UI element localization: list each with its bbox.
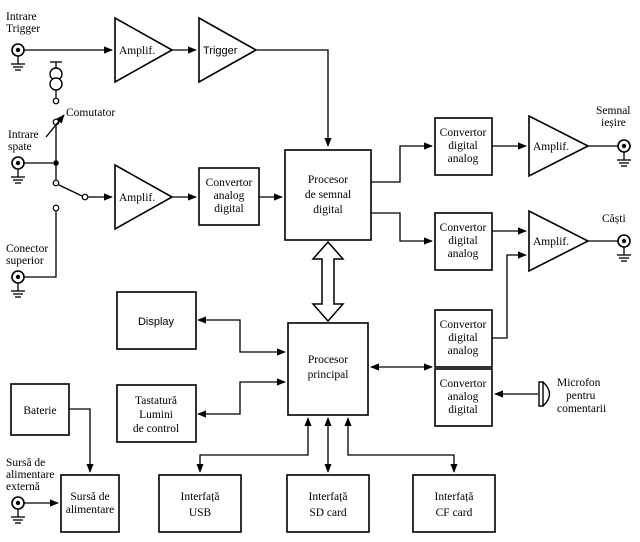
svg-text:Sursă de: Sursă de [70, 491, 109, 503]
cpu-block: Procesor principal [287, 322, 369, 416]
svg-text:principal: principal [308, 369, 349, 381]
sursa-block: Sursă de alimentare [60, 474, 120, 533]
comutator-switch-icon [45, 61, 89, 212]
casti-connector-icon [617, 234, 631, 262]
svg-text:analog: analog [448, 391, 479, 403]
svg-text:analog: analog [448, 153, 479, 165]
svg-text:de control: de control [133, 423, 179, 435]
semnal-iesire-label-1: Semnal [596, 105, 631, 117]
svg-text:Convertor: Convertor [440, 378, 487, 390]
svg-text:de semnal: de semnal [305, 189, 351, 201]
svg-text:Amplif.: Amplif. [533, 141, 569, 153]
svg-text:Trigger: Trigger [203, 45, 238, 57]
svg-text:digital: digital [448, 235, 477, 247]
microfon-label-3: comentarii [557, 403, 606, 415]
svg-text:USB: USB [189, 507, 212, 519]
casti-label: Căști [602, 213, 626, 225]
trigger-block: Trigger [198, 16, 258, 84]
dac-out2-block: Convertor digital analog [434, 212, 493, 271]
amplif-top-block: Amplif. [114, 16, 174, 84]
svg-text:digital: digital [214, 203, 243, 215]
svg-text:Procesor: Procesor [308, 174, 348, 186]
svg-text:Convertor: Convertor [440, 222, 487, 234]
sursa-externa-connector-icon [11, 496, 25, 524]
semnal-iesire-label-2: ieșire [601, 117, 626, 129]
dac-mic-block: Convertor digital analog [434, 309, 493, 368]
svg-text:analog: analog [448, 345, 479, 357]
svg-text:Convertor: Convertor [440, 319, 487, 331]
conector-superior-label-2: superior [6, 255, 44, 267]
sursa-externa-label-3: externă [6, 481, 40, 493]
svg-text:Tastatură: Tastatură [135, 395, 177, 407]
svg-text:Interfață: Interfață [435, 491, 474, 503]
amplif-out2-block: Amplif. [528, 209, 590, 273]
svg-text:digital: digital [448, 404, 477, 416]
intrare-trigger-connector-icon [11, 43, 25, 71]
svg-text:analog: analog [214, 190, 245, 202]
svg-text:CF card: CF card [436, 507, 473, 519]
baterie-block: Baterie [10, 383, 70, 436]
svg-text:Interfață: Interfață [309, 491, 348, 503]
svg-text:Interfață: Interfață [181, 491, 220, 503]
microfon-label-2: pentru [566, 390, 596, 402]
svg-text:Display: Display [138, 316, 175, 328]
intrare-trigger-label-1: Intrare [6, 11, 37, 23]
svg-text:Amplif.: Amplif. [533, 236, 569, 248]
display-block: Display [116, 291, 197, 350]
dsp-cpu-bus-arrow [311, 240, 345, 323]
adc-in-block: Convertor analog digital [198, 167, 260, 226]
intrare-trigger-label-2: Trigger [6, 23, 40, 35]
microfon-label-1: Microfon [557, 377, 601, 389]
svg-text:analog: analog [448, 248, 479, 260]
comutator-label: Comutator [66, 107, 115, 119]
conector-superior-label-1: Conector [6, 243, 48, 255]
dsp-block: Procesor de semnal digital [284, 149, 372, 241]
adc-mic-block: Convertor analog digital [434, 368, 493, 427]
usb-block: Interfață USB [158, 474, 242, 533]
svg-text:Amplif.: Amplif. [119, 192, 155, 204]
amplif-out1-block: Amplif. [528, 114, 590, 178]
tastatura-block: Tastatură Lumini de control [116, 384, 197, 443]
cf-block: Interfață CF card [412, 474, 496, 533]
semnal-iesire-connector-icon [617, 139, 631, 167]
svg-text:Lumini: Lumini [139, 409, 173, 421]
svg-text:Convertor: Convertor [440, 127, 487, 139]
svg-text:digital: digital [448, 332, 477, 344]
sd-block: Interfață SD card [286, 474, 370, 533]
svg-text:digital: digital [313, 204, 342, 216]
sursa-externa-label-1: Sursă de [6, 457, 45, 469]
amplif-mid-block: Amplif. [114, 163, 174, 231]
intrare-spate-connector-icon [11, 156, 25, 184]
svg-text:digital: digital [448, 140, 477, 152]
svg-text:Procesor: Procesor [308, 354, 348, 366]
svg-text:alimentare: alimentare [66, 504, 115, 516]
svg-text:SD card: SD card [309, 507, 347, 519]
conector-superior-connector-icon [11, 270, 25, 298]
intrare-spate-label-2: spate [8, 141, 32, 153]
svg-text:Baterie: Baterie [23, 405, 56, 417]
svg-text:Amplif.: Amplif. [119, 45, 155, 57]
sursa-externa-label-2: alimentare [6, 469, 55, 481]
svg-text:Convertor: Convertor [206, 177, 253, 189]
dac-out1-block: Convertor digital analog [434, 117, 493, 176]
microfon-icon [538, 381, 551, 407]
intrare-spate-label-1: Intrare [8, 129, 39, 141]
